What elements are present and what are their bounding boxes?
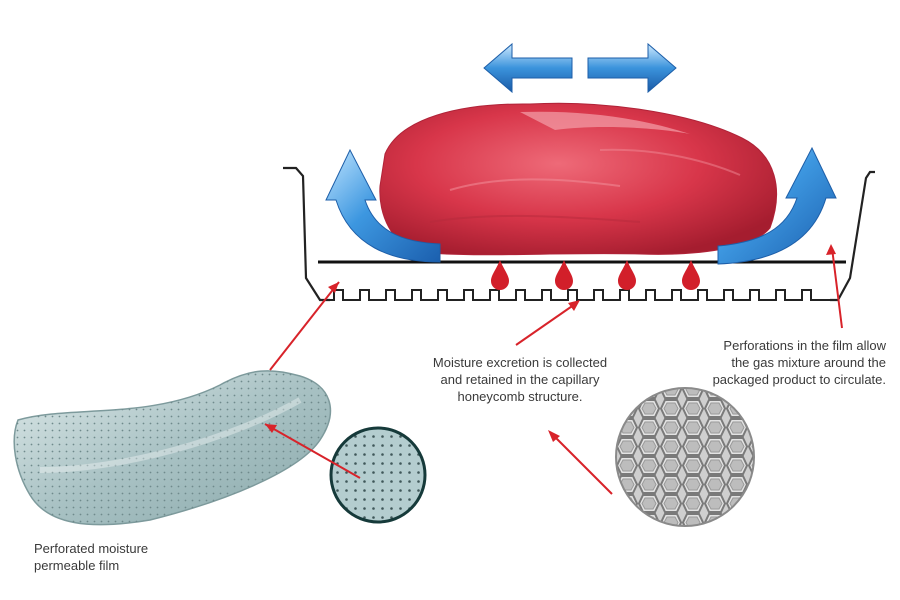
arrow-zoom-to-film: [264, 423, 361, 479]
airflow-arrow-icon: [717, 146, 837, 265]
moisture-caption-line-3: honeycomb structure.: [457, 389, 583, 404]
tray: [283, 166, 875, 302]
perforation-caption: Perforations in the film allow the gas m…: [660, 337, 886, 388]
tray-honeycomb-base: [330, 289, 830, 301]
perforation-caption-line-3: packaged product to circulate.: [712, 372, 886, 387]
blood-drops: [491, 260, 700, 290]
perforation-caption-line-2: the gas mixture around the: [731, 355, 886, 370]
meat-icon: [379, 102, 777, 256]
airflow-arrow-icon: [587, 42, 677, 94]
arrow-honeycomb-to-text: [549, 431, 613, 495]
arrow-text-to-perforation: [831, 247, 843, 329]
tray-left-wall: [283, 166, 330, 302]
blood-drop-icon: [555, 260, 573, 290]
film-zoom-circle: [329, 426, 427, 524]
moisture-caption-line-1: Moisture excretion is collected: [432, 355, 608, 370]
blood-drop-icon: [682, 260, 700, 290]
arrow-film-to-tray: [269, 281, 340, 371]
film-caption-line-1: Perforated moisture: [34, 541, 149, 556]
perforation-caption-line-1: Perforations in the film allow: [723, 338, 886, 353]
moisture-caption: Moisture excretion is collected and reta…: [395, 354, 645, 405]
arrow-text-to-base: [515, 301, 579, 346]
moisture-caption-line-2: and retained in the capillary: [440, 372, 600, 387]
film-caption: Perforated moisture permeable film: [34, 540, 148, 574]
blood-drop-icon: [618, 260, 636, 290]
airflow-arrow-icon: [483, 42, 573, 94]
perforated-film-icon: [13, 370, 331, 526]
annotation-arrows: [264, 244, 843, 495]
blood-drop-icon: [491, 260, 509, 290]
tray-right-wall: [830, 170, 875, 302]
honeycomb-icon: [615, 387, 755, 527]
airflow-arrow-icon: [325, 148, 441, 263]
film-caption-line-2: permeable film: [34, 558, 120, 573]
